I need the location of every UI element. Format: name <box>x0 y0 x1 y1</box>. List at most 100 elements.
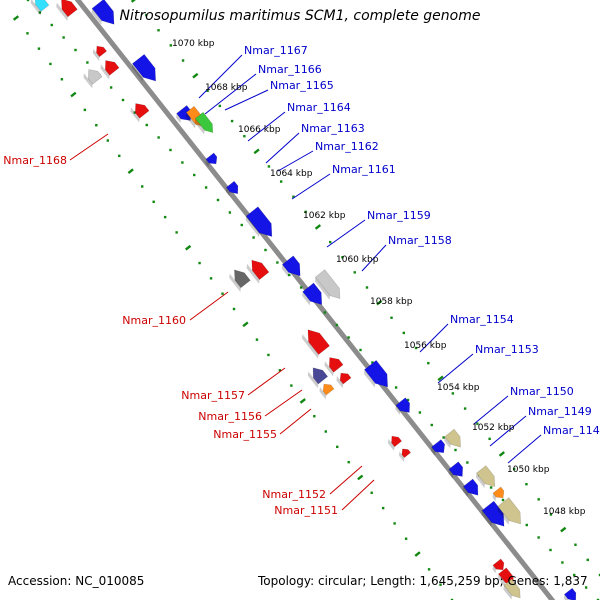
gene-feature[interactable] <box>193 111 217 137</box>
scale-tick <box>74 48 77 52</box>
gene-label[interactable]: Nmar_1160 <box>122 314 186 327</box>
gene-label[interactable]: Nmar_1162 <box>315 140 379 153</box>
gene-label[interactable]: Nmar_1152 <box>262 488 326 501</box>
gene-label-leader <box>326 219 366 248</box>
gene-label[interactable]: Nmar_1168 <box>3 154 67 167</box>
gene-feature[interactable] <box>386 433 403 451</box>
gene-feature[interactable] <box>54 0 79 21</box>
accession-text: Accession: NC_010085 <box>8 574 145 588</box>
gene-feature[interactable] <box>306 364 330 389</box>
gene-feature[interactable] <box>502 578 525 600</box>
gene-feature[interactable] <box>442 428 465 452</box>
scale-tick <box>221 292 224 295</box>
gene-feature[interactable] <box>90 0 120 31</box>
scale-tick <box>86 61 89 64</box>
scale-tick <box>549 513 553 516</box>
scale-tick <box>427 568 431 571</box>
gene-label[interactable]: Nmar_1150 <box>510 385 574 398</box>
gene-label-leader <box>247 111 286 142</box>
scale-tick <box>335 323 338 327</box>
gene-feature[interactable] <box>224 180 242 198</box>
gene-feature[interactable] <box>244 206 278 243</box>
gene-label[interactable]: Nmar_1156 <box>198 410 262 423</box>
gene-label[interactable]: Nmar_1157 <box>181 389 245 402</box>
gene-label[interactable]: Nmar_1164 <box>287 101 351 114</box>
scale-tick <box>118 154 121 158</box>
scale-tick <box>218 104 222 108</box>
gene-label[interactable]: Nmar_1161 <box>332 163 396 176</box>
scale-tick <box>414 551 421 557</box>
gene-label[interactable]: Nmar_1154 <box>450 313 514 326</box>
gene-feature[interactable] <box>82 66 104 89</box>
scale-tick <box>216 198 220 202</box>
gene-feature[interactable] <box>280 255 306 282</box>
gene-label[interactable]: Nmar_1158 <box>388 234 452 247</box>
gene-feature[interactable] <box>562 587 580 600</box>
gene-feature[interactable] <box>300 325 331 359</box>
gene-feature[interactable] <box>394 397 414 418</box>
scale-tick <box>288 273 291 277</box>
gene-label-leader <box>279 408 312 435</box>
gene-feature[interactable] <box>245 256 271 284</box>
gene-feature[interactable] <box>99 57 121 80</box>
scale-tick <box>267 165 271 168</box>
gene-feature[interactable] <box>397 446 412 462</box>
gene-label[interactable]: Nmar_1165 <box>270 79 334 92</box>
gene-feature[interactable] <box>91 43 108 61</box>
gene-feature[interactable] <box>29 0 51 16</box>
gene-feature[interactable] <box>495 497 526 531</box>
gene-feature[interactable] <box>300 282 327 311</box>
scale-tick <box>252 236 255 239</box>
gene-feature[interactable] <box>447 461 467 482</box>
scale-tick <box>242 321 249 328</box>
scale-tick <box>525 483 528 486</box>
scale-tick <box>454 448 457 452</box>
scale-tick <box>418 411 422 414</box>
gene-feature[interactable] <box>474 465 499 493</box>
scale-tick <box>365 286 369 289</box>
gene-feature[interactable] <box>362 359 393 393</box>
scale-tick <box>290 384 293 387</box>
gene-label[interactable]: Nmar_1166 <box>258 63 322 76</box>
gene-feature[interactable] <box>204 152 220 169</box>
gene-label-leader <box>489 415 527 447</box>
gene-feature[interactable] <box>313 269 345 304</box>
gene-feature[interactable] <box>323 354 345 377</box>
gene-feature[interactable] <box>491 558 507 575</box>
scale-tick <box>336 445 339 449</box>
gene-label-leader <box>265 132 300 164</box>
gene-label[interactable]: Nmar_1167 <box>244 44 308 57</box>
scale-tick <box>359 348 362 352</box>
scale-tick <box>243 134 246 138</box>
scale-tick <box>489 486 493 489</box>
scale-tick <box>371 361 374 364</box>
gene-feature[interactable] <box>335 370 353 389</box>
scale-tick <box>314 224 322 230</box>
gene-label[interactable]: Nmar_1159 <box>367 209 431 222</box>
scale-tick <box>60 78 64 81</box>
scale-tick <box>313 415 316 418</box>
scale-tick <box>145 13 148 17</box>
gene-feature[interactable] <box>227 266 252 292</box>
gene-label-leader <box>277 150 314 172</box>
gene-label[interactable]: Nmar_1163 <box>301 122 365 135</box>
scale-tick <box>192 72 199 79</box>
gene-label[interactable]: Nmar_1149 <box>528 405 592 418</box>
scale-tick <box>70 91 77 98</box>
gene-feature[interactable] <box>429 439 448 459</box>
gene-label[interactable]: Nmar_1151 <box>274 504 338 517</box>
gene-label[interactable]: Nmar_1153 <box>475 343 539 356</box>
gene-feature[interactable] <box>491 486 507 503</box>
gene-feature[interactable] <box>129 100 151 123</box>
gene-label-leader <box>507 434 542 464</box>
gene-label[interactable]: Nmar_1155 <box>213 428 277 441</box>
gene-feature[interactable] <box>461 478 483 501</box>
gene-feature[interactable] <box>318 381 336 400</box>
scale-tick <box>175 231 178 234</box>
scale-tick <box>50 23 53 27</box>
gene-feature[interactable] <box>130 53 161 87</box>
gene-label[interactable]: Nmar_1148 <box>543 424 600 437</box>
scale-tick <box>390 316 393 319</box>
